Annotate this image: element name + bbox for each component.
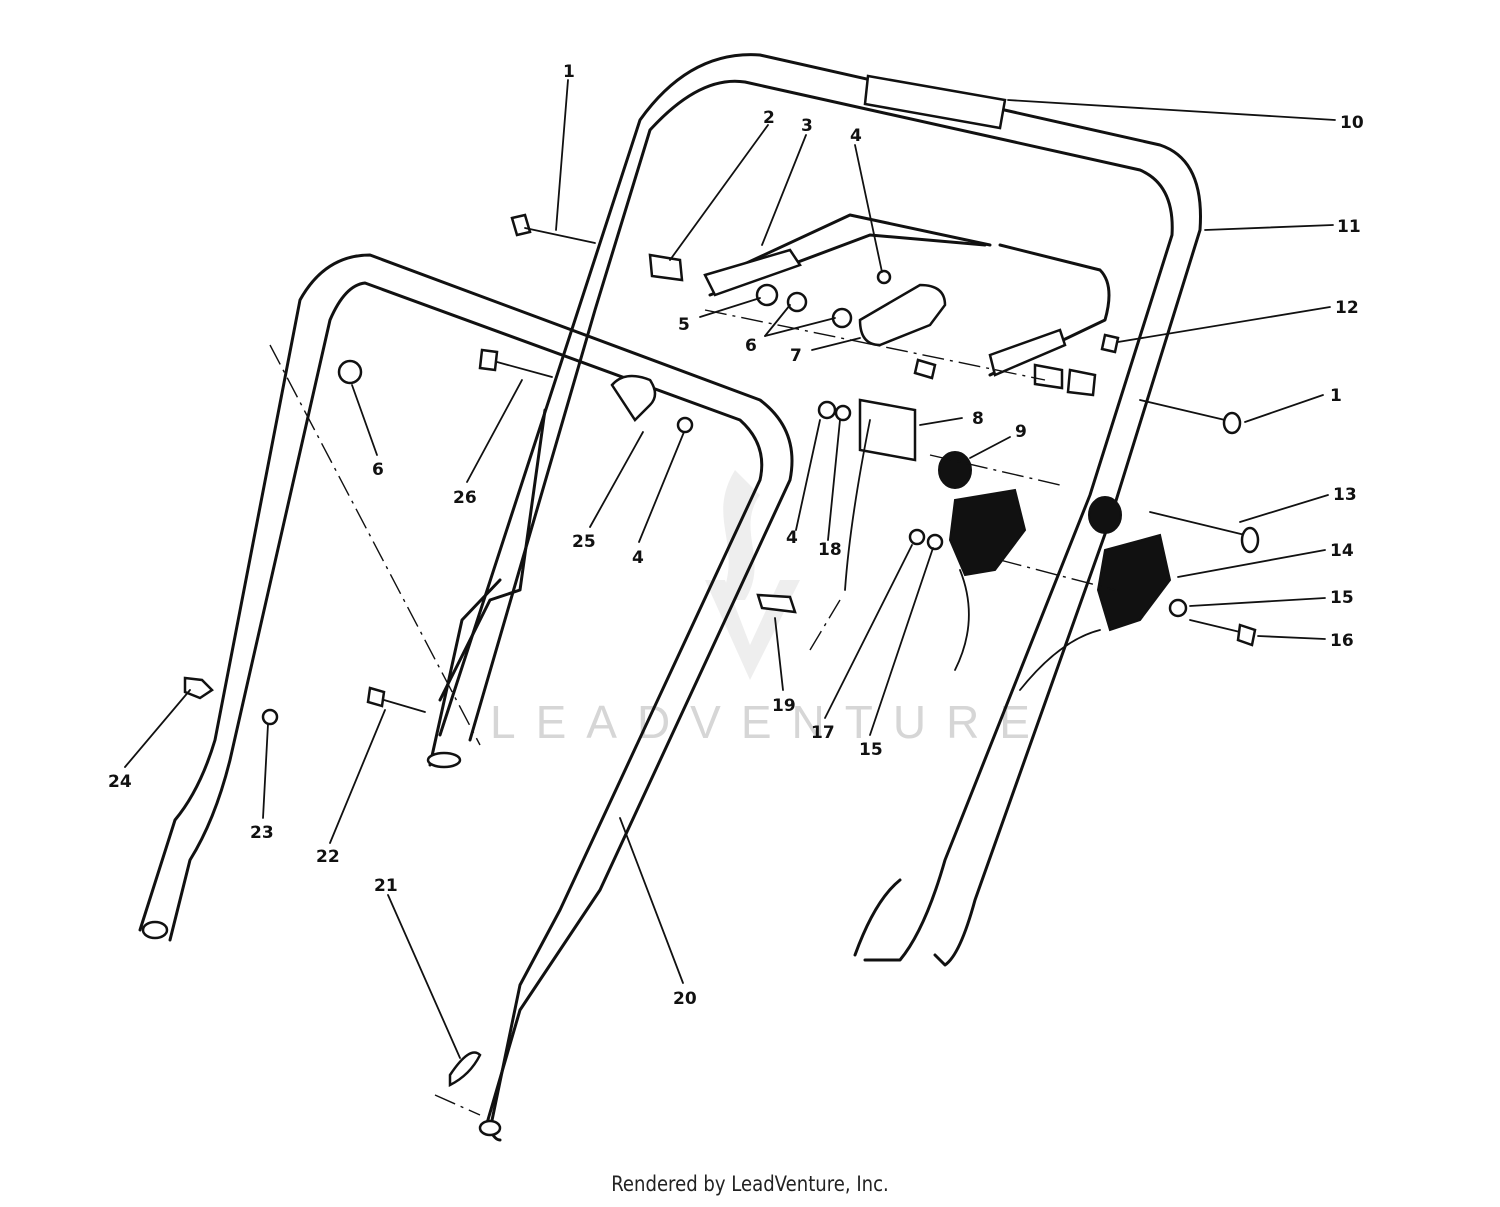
callout-6b: 6 — [372, 460, 384, 480]
callout-17: 17 — [811, 723, 835, 743]
alignment-lines — [269, 309, 1116, 1116]
callout-4: 4 — [850, 126, 862, 146]
footer-credit: Rendered by LeadVenture, Inc. — [611, 1172, 889, 1196]
callout-22: 22 — [316, 847, 340, 867]
callout-3: 3 — [801, 116, 813, 136]
callout-12: 12 — [1335, 298, 1359, 318]
callout-11: 11 — [1337, 217, 1361, 237]
callout-25: 25 — [572, 532, 596, 552]
upper-handle — [438, 53, 1202, 967]
callout-2: 2 — [763, 108, 775, 128]
callout-21: 21 — [374, 876, 398, 896]
watermark-logo — [705, 470, 800, 680]
control-bar — [703, 213, 1111, 377]
callout-10: 10 — [1340, 113, 1364, 133]
callout-4c: 4 — [786, 528, 798, 548]
callout-14: 14 — [1330, 541, 1354, 561]
watermark-text: LEADVENTURE — [490, 696, 1050, 748]
callout-23: 23 — [250, 823, 274, 843]
plate-7 — [858, 283, 947, 347]
callout-20: 20 — [673, 989, 697, 1009]
handle-grip — [863, 74, 1007, 130]
callout-13: 13 — [1333, 485, 1357, 505]
callout-5: 5 — [678, 315, 690, 335]
callout-8: 8 — [972, 409, 984, 429]
callout-6: 6 — [745, 336, 757, 356]
hardware — [183, 213, 1260, 1088]
callout-7: 7 — [790, 346, 802, 366]
callout-1b: 1 — [1330, 386, 1342, 406]
leader-lines — [124, 79, 1336, 1059]
callout-19: 19 — [772, 696, 796, 716]
callout-24: 24 — [108, 772, 132, 792]
callout-4b: 4 — [632, 548, 644, 568]
lower-handle — [138, 253, 794, 1142]
callout-18: 18 — [818, 540, 842, 560]
callout-1: 1 — [563, 62, 575, 82]
callout-15b: 15 — [859, 740, 883, 760]
callout-labels: 1 2 3 4 10 11 12 5 6 7 1 8 9 13 14 15 16… — [108, 62, 1364, 1009]
callout-9: 9 — [1015, 422, 1027, 442]
callout-15: 15 — [1330, 588, 1354, 608]
callout-26: 26 — [453, 488, 477, 508]
callout-16: 16 — [1330, 631, 1354, 651]
